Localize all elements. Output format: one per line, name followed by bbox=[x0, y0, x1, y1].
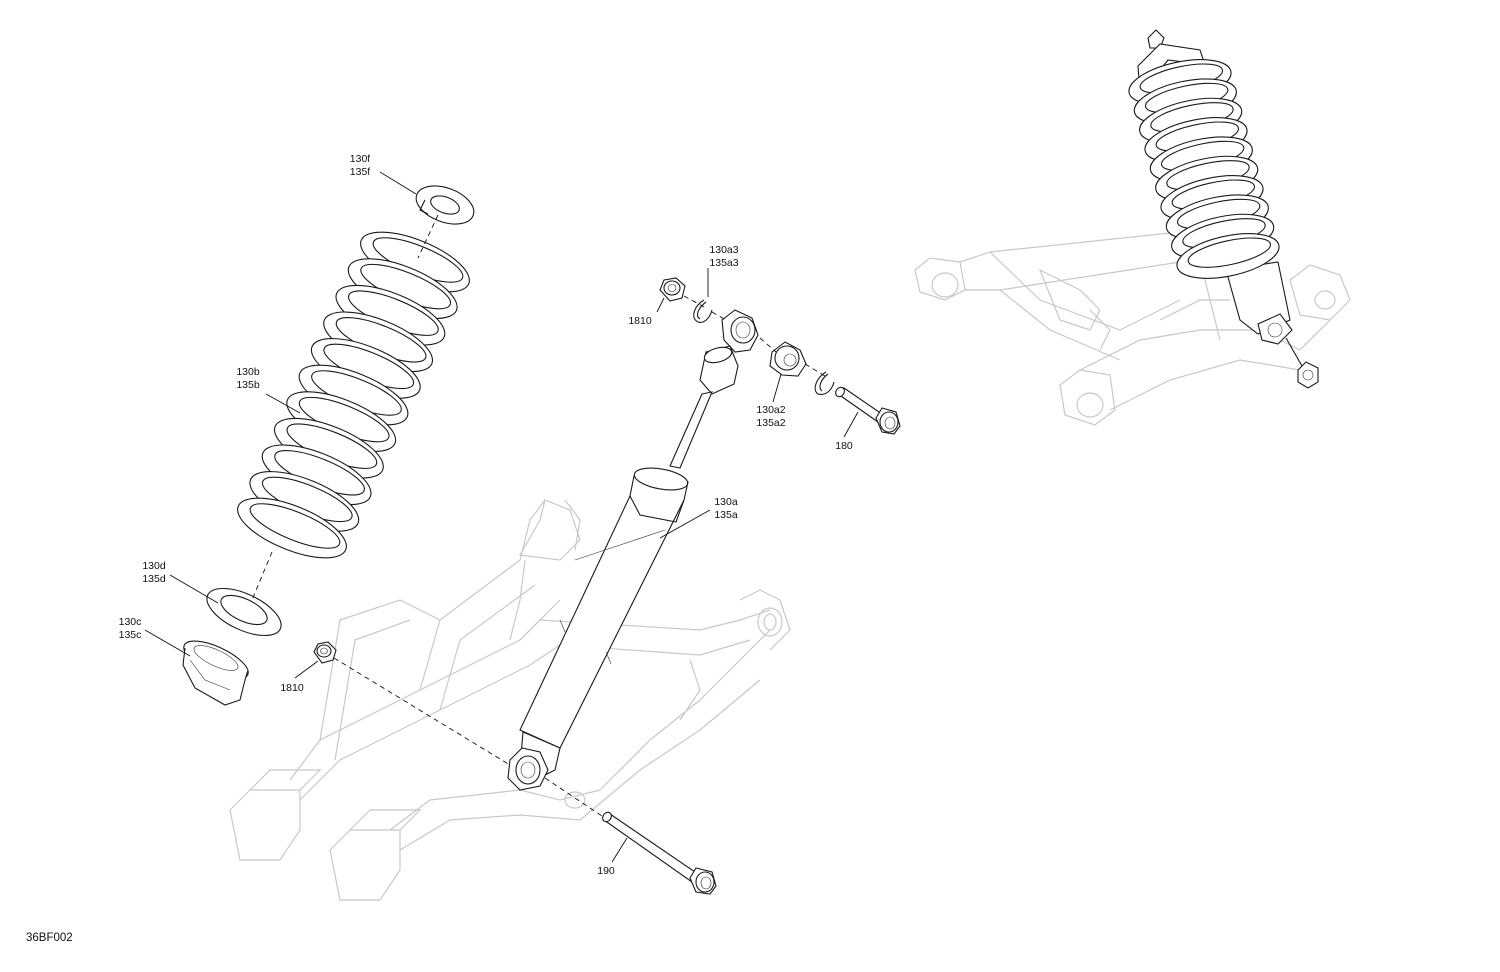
callout-130f: 130f 135f bbox=[349, 153, 371, 178]
callout-190: 190 bbox=[597, 865, 615, 877]
shock-absorber bbox=[507, 309, 759, 791]
circlip-upper bbox=[693, 299, 713, 323]
callout-180: 180 bbox=[835, 440, 853, 452]
lock-nut-lower bbox=[313, 641, 337, 664]
spring-seat-lower bbox=[206, 587, 282, 637]
adjuster-ring bbox=[182, 640, 249, 706]
callout-1810-lower: 1810 bbox=[280, 682, 304, 694]
callout-130a2: 130a2 135a2 bbox=[756, 404, 786, 429]
callout-130a3: 130a3 135a3 bbox=[709, 244, 739, 269]
spring-seat-upper bbox=[415, 185, 475, 225]
figure-id: 36BF002 bbox=[26, 932, 73, 944]
circlip-lower bbox=[814, 371, 835, 395]
assembled-coil-spring bbox=[1128, 59, 1280, 279]
coil-spring bbox=[237, 231, 470, 559]
spring-coil-inner bbox=[1187, 237, 1272, 268]
lock-nut-upper bbox=[659, 277, 686, 302]
pivot-bushing bbox=[769, 341, 807, 377]
callout-130c: 130c 135c bbox=[118, 616, 142, 641]
callout-1810-upper: 1810 bbox=[628, 315, 652, 327]
callout-130b: 130b 135b bbox=[236, 366, 260, 391]
spring-coil-inner bbox=[249, 503, 341, 549]
callout-130d: 130d 135d bbox=[142, 560, 166, 585]
bolt-lower bbox=[602, 811, 717, 895]
callout-leaders bbox=[144, 171, 859, 863]
spring-coil-turn bbox=[237, 497, 347, 559]
lower-a-arm-ghost bbox=[229, 499, 791, 901]
assembly-axis-lines bbox=[251, 214, 826, 819]
callout-130a: 130a 135a bbox=[714, 496, 738, 521]
bolt-upper bbox=[835, 386, 901, 435]
